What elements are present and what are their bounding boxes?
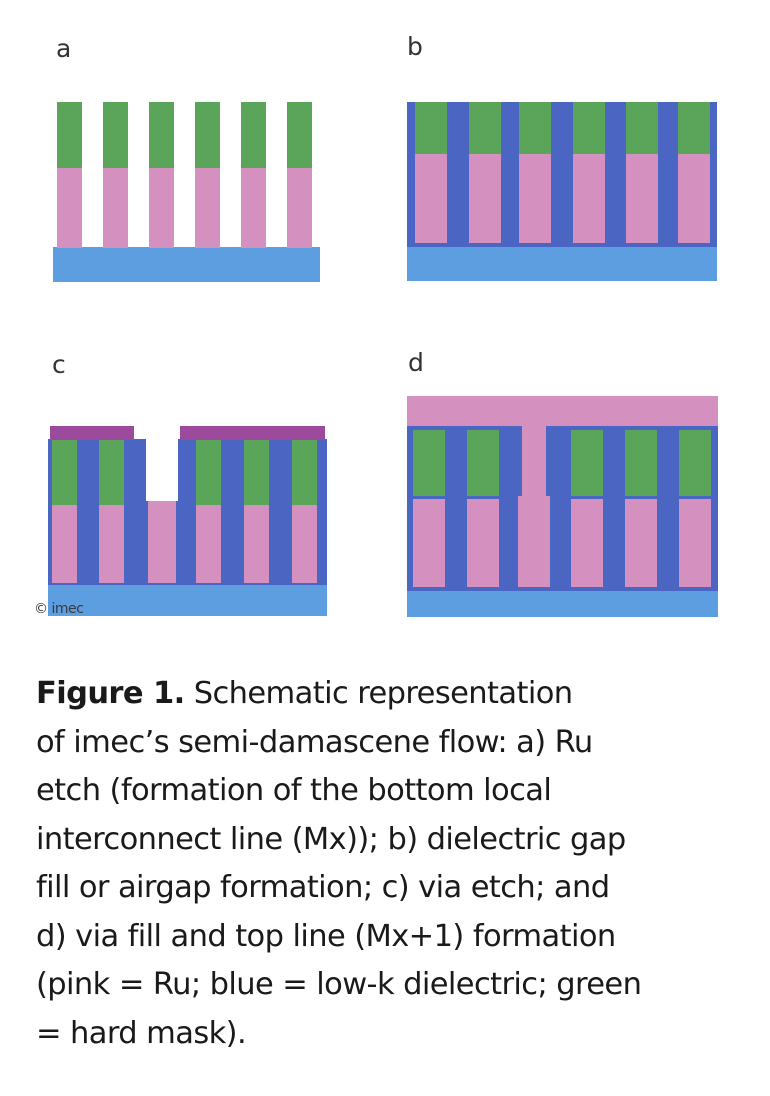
caption-line-6: d) via fill and top line (Mx+1) formatio…	[36, 918, 616, 954]
panel-label-d: d	[408, 348, 424, 377]
caption-line-4: interconnect line (Mx)); b) dielectric g…	[36, 821, 626, 857]
hard-mask	[57, 102, 312, 168]
caption-line-2: of imec’s semi-damascene flow: a) Ru	[36, 724, 593, 760]
panel-label-c: c	[52, 350, 66, 379]
substrate	[407, 591, 718, 617]
substrate	[407, 247, 717, 281]
ru-lines	[413, 496, 711, 587]
panel-label-b: b	[407, 32, 423, 61]
caption-line-3: etch (formation of the bottom local	[36, 773, 552, 808]
panel-b-diagram	[407, 102, 717, 281]
via-mask	[50, 426, 325, 440]
caption-text: Schematic representation	[184, 676, 573, 711]
top-ru-line	[407, 396, 718, 426]
hard-mask	[52, 440, 317, 505]
via-opening	[146, 425, 178, 501]
low-k-dielectric	[407, 424, 718, 591]
caption-line-8: = hard mask).	[36, 1015, 247, 1051]
panel-c-diagram	[48, 425, 327, 616]
ru-lines	[415, 154, 710, 243]
figure-caption: Figure 1. Schematic representation of im…	[36, 670, 736, 1058]
caption-line-1: Figure 1. Schematic representation	[36, 670, 736, 719]
via-fill	[522, 424, 546, 496]
low-k-dielectric	[407, 102, 717, 247]
ru-lines	[57, 168, 312, 248]
low-k-dielectric	[48, 439, 327, 585]
ru-lines	[52, 501, 317, 583]
imec-watermark: © imec	[34, 601, 84, 617]
hard-mask	[413, 430, 711, 496]
caption-line-5: fill or airgap formation; c) via etch; a…	[36, 870, 610, 905]
panel-label-a: a	[56, 34, 72, 63]
panel-a-diagram	[53, 102, 320, 282]
caption-line-7: (pink = Ru; blue = low-k dielectric; gre…	[36, 967, 642, 1002]
substrate	[53, 247, 320, 282]
substrate	[48, 585, 327, 616]
caption-title: Figure 1.	[36, 676, 185, 711]
panel-d-diagram	[407, 396, 718, 617]
hard-mask	[415, 102, 710, 154]
